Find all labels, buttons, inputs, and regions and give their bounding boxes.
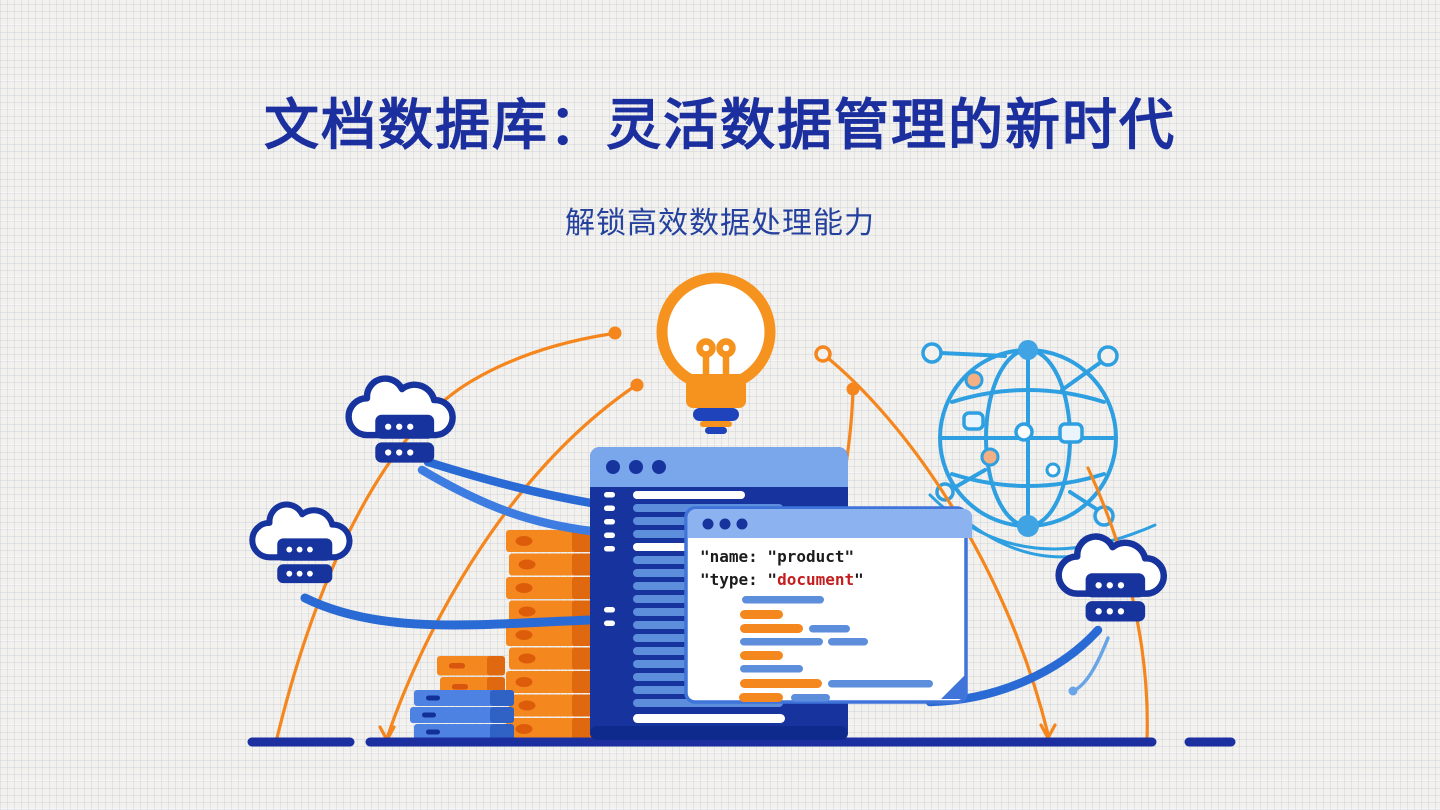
- code-line-1: "name: "product": [700, 547, 854, 566]
- code-line-2: "type: "document": [700, 570, 864, 589]
- connector-curves-blue: [300, 457, 1110, 707]
- globe-node-small: [1045, 462, 1061, 478]
- globe-node-center: [1014, 422, 1034, 442]
- globe-node-right: [1058, 422, 1084, 444]
- lightbulb-icon: [656, 272, 776, 434]
- globe-node-bottom: [1017, 515, 1039, 537]
- globe-node-orange-2: [980, 447, 1000, 467]
- database-stack-blue: [410, 690, 514, 740]
- arc-dot: [608, 326, 622, 340]
- database-stack-orange: [506, 530, 600, 740]
- code-window-bars: [739, 596, 933, 702]
- code-highlight-red: document: [777, 570, 854, 589]
- curve-end-dot: [1068, 686, 1078, 696]
- browser-window-titlebar: [590, 447, 848, 487]
- satellite-node-1: [921, 342, 943, 364]
- arc-dot: [846, 382, 860, 396]
- code-window-titlebar: [687, 509, 973, 538]
- window-line-bullets: [604, 492, 615, 626]
- cloud-server-icon-bottom-left: [252, 505, 349, 584]
- globe-node-orange-1: [964, 370, 984, 390]
- page-title: 文档数据库：灵活数据管理的新时代: [263, 94, 1176, 156]
- cloud-server-icon-top-left: [349, 379, 453, 463]
- code-window: "name: "product" "type: "document": [684, 506, 973, 704]
- window-buttons-icon: [702, 518, 748, 530]
- satellite-node-2: [1097, 345, 1119, 367]
- folded-corner-icon: [941, 675, 965, 699]
- window-buttons-icon: [606, 460, 666, 474]
- page-subtitle: 解锁高效数据处理能力: [565, 207, 875, 240]
- globe-node-left: [962, 411, 985, 431]
- globe-node-top: [1018, 340, 1038, 360]
- arc-dot: [630, 378, 644, 392]
- arc-ring: [814, 345, 832, 363]
